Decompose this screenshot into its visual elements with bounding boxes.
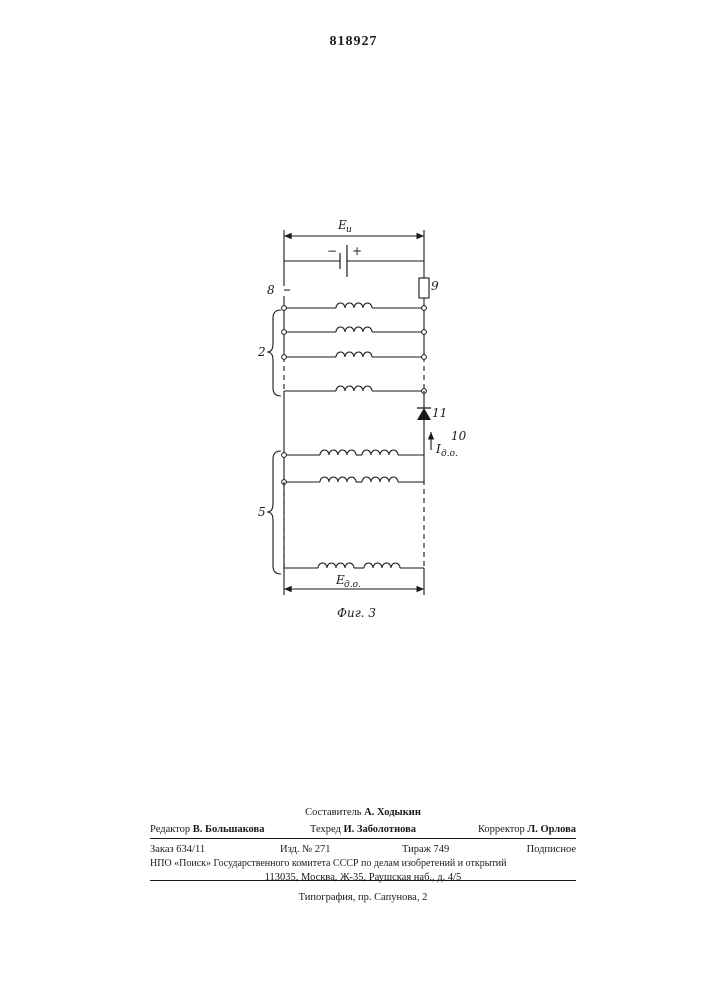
label-resistor-9: 9 [431,279,439,293]
label-switch-8: 8 [267,283,275,297]
coil-row-6 [282,477,424,484]
coil-row-7 [284,563,424,568]
edition-number: Изд. № 271 [280,843,331,856]
current-subscript: д.о. [441,449,458,459]
coil-row-1 [282,303,427,310]
order-number: Заказ 634/11 [150,843,205,856]
battery-plus: + [352,244,362,258]
compiler-label: Составитель [305,807,361,818]
printer-line: Типография, пр. Сапунова, 2 [150,891,576,904]
compiler-name: А. Ходыкин [364,807,421,818]
battery-minus: − [327,244,337,258]
subscription: Подписное [527,843,576,856]
label-diode-11: 11 [432,406,447,420]
voltage-eu-subscript: u [346,225,352,235]
resistor-9 [419,278,429,298]
voltage-edo-subscript: д.о. [344,580,361,590]
label-group-5: 5 [258,505,266,519]
brace-group-5 [267,451,281,574]
corrector-line: Корректор Л. Орлова [478,823,576,836]
coil-row-4 [284,386,426,393]
organization-line: НПО «Поиск» Государственного комитета СС… [150,857,507,870]
corrector-name: Л. Орлова [527,824,576,835]
compiler-line: Составитель А. Ходыкин [150,806,576,819]
coil-row-2 [282,327,427,334]
techred-name: И. Заболотнова [343,824,416,835]
imprint-block: Составитель А. Ходыкин Редактор В. Больш… [150,806,576,905]
label-group-2: 2 [257,345,266,359]
imprint-rule-top [150,838,576,839]
label-current-10: 10 [451,429,467,443]
techred-label: Техред [310,824,341,835]
figure-caption: Фиг. 3 [337,606,376,620]
coil-row-5 [282,450,424,457]
address-line: 113035, Москва, Ж-35, Раушская наб., д. … [150,871,576,884]
coil-row-3 [282,352,427,359]
corrector-label: Корректор [478,824,525,835]
circulation: Тираж 749 [402,843,449,856]
brace-group-2 [267,310,281,396]
imprint-rule-bottom [150,880,576,881]
